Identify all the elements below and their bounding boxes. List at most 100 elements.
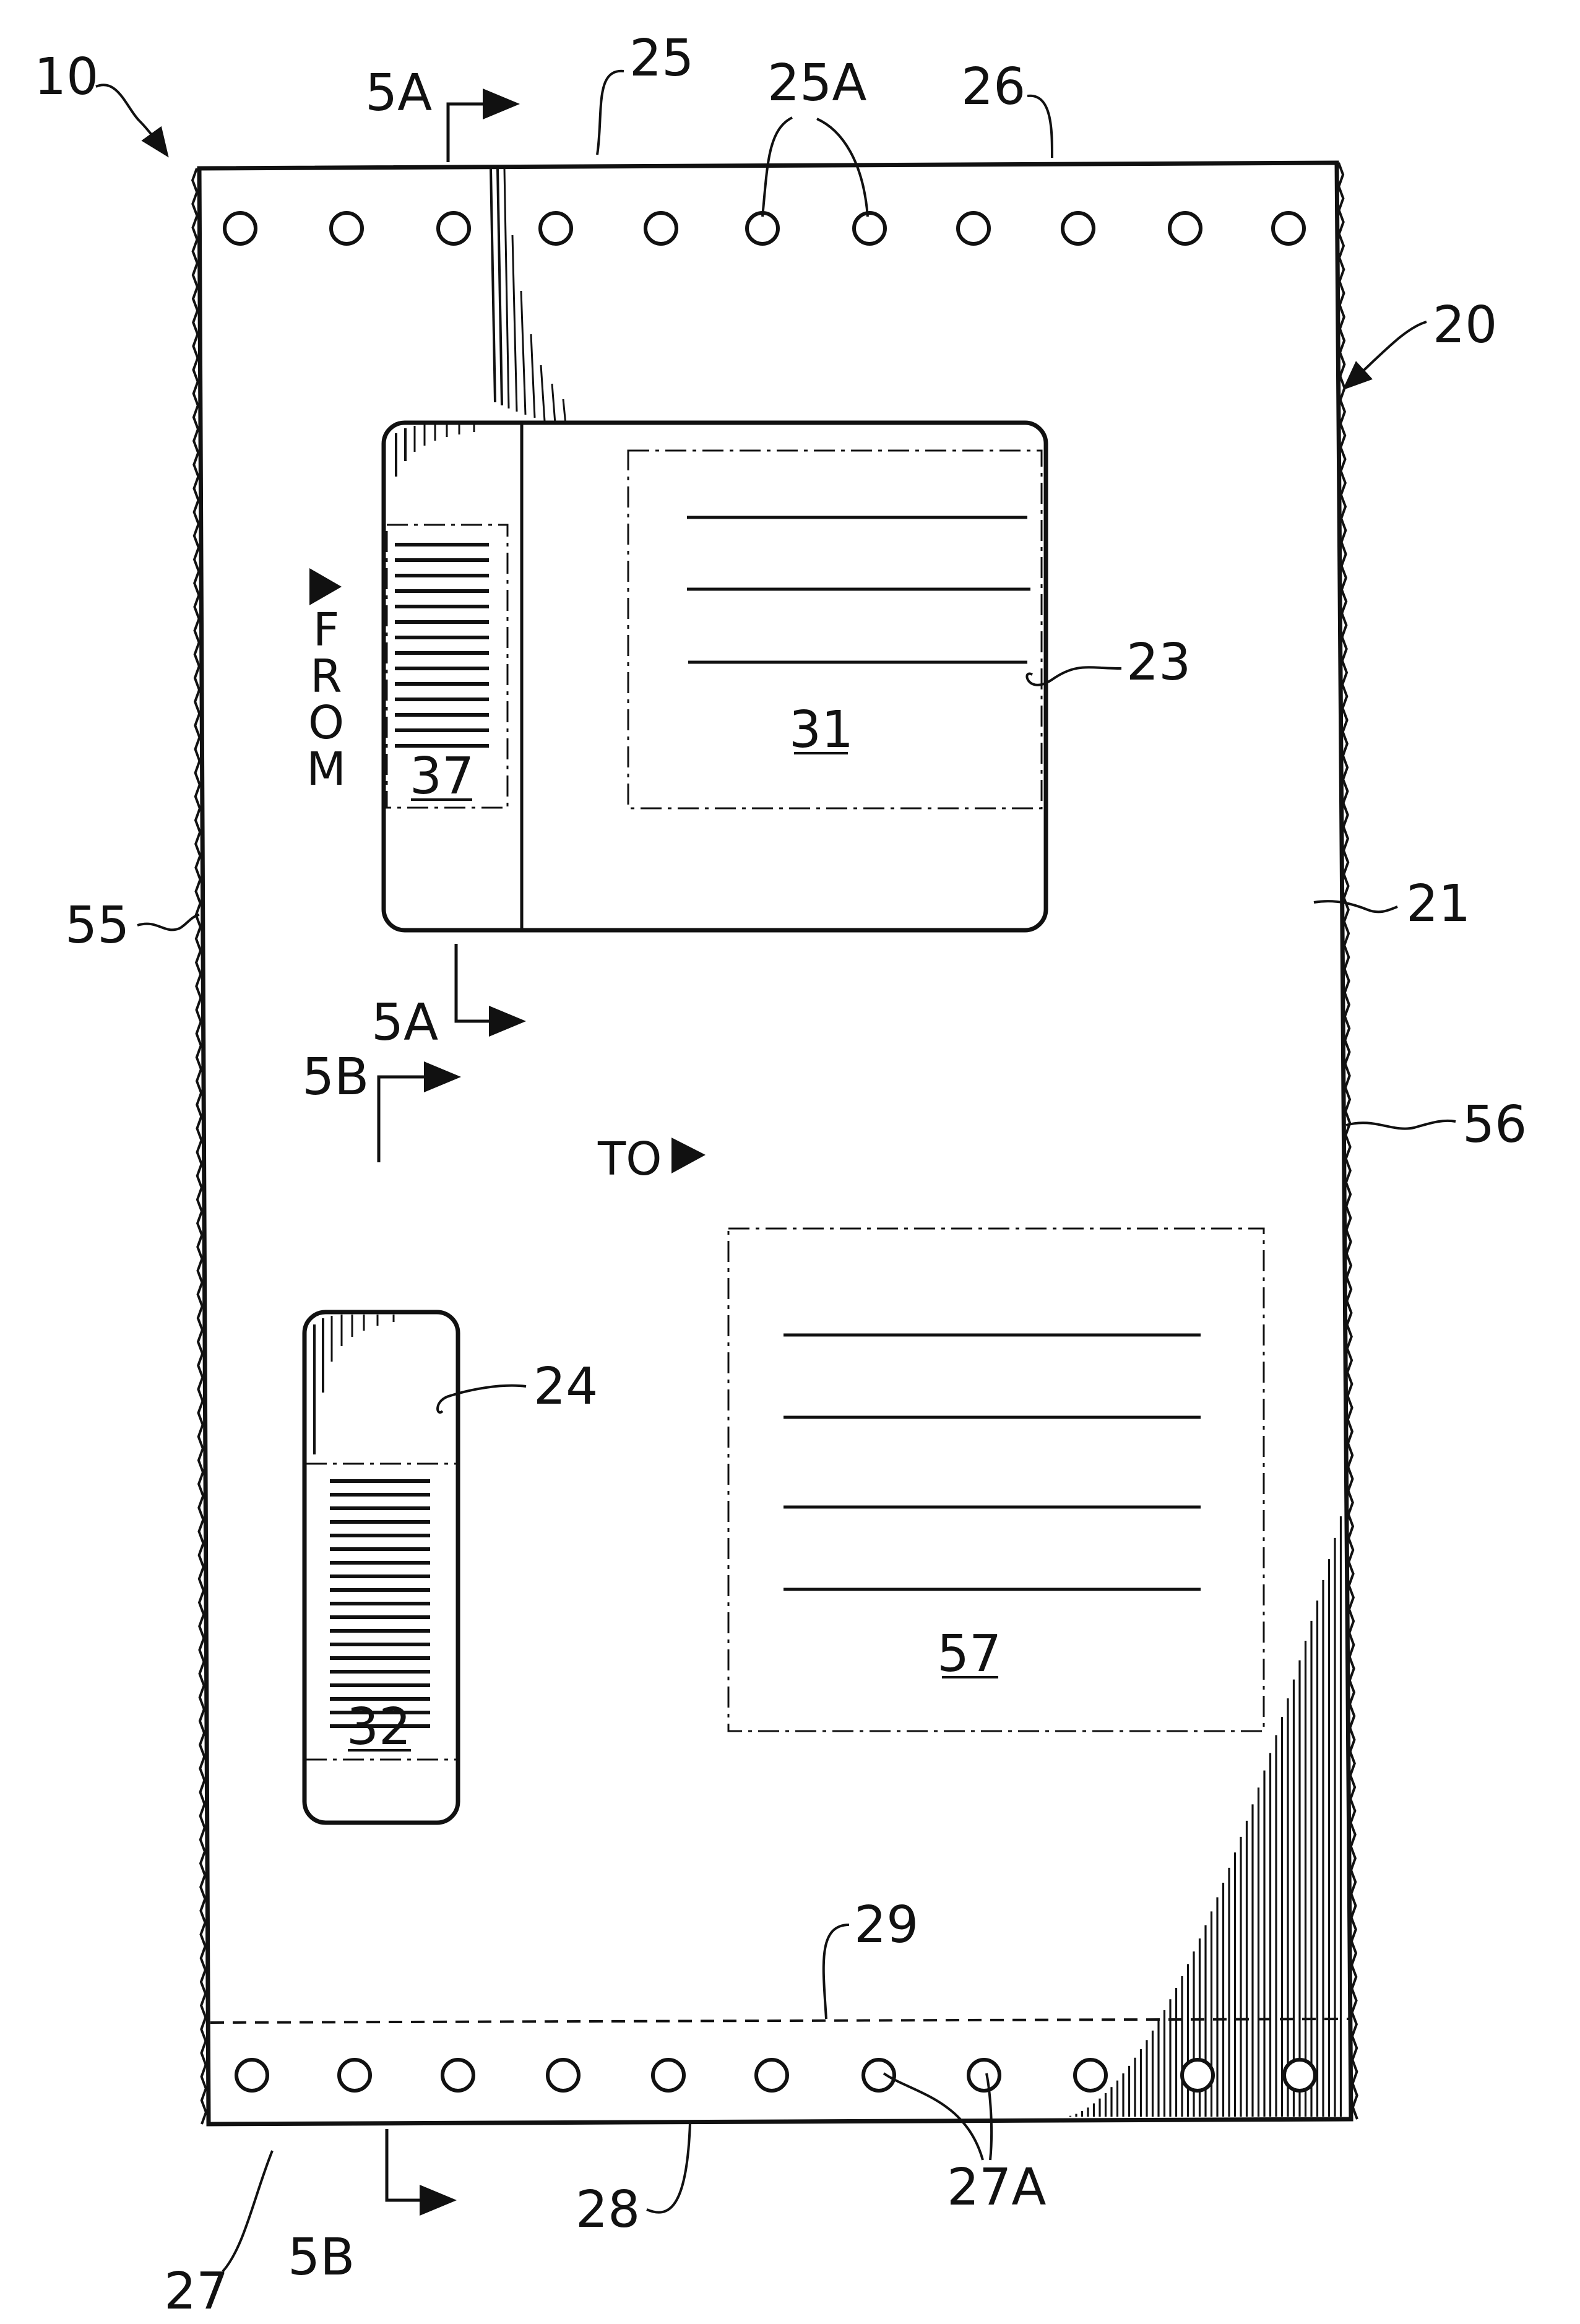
- feed-hole-bottom: [653, 2060, 684, 2091]
- feed-hole-top: [1170, 213, 1201, 244]
- feed-hole-top: [331, 213, 362, 244]
- to-indicator: TO: [597, 1133, 706, 1186]
- feed-hole-bottom: [756, 2060, 787, 2091]
- label-25: 25: [629, 29, 694, 88]
- label-5a-top: 5A: [365, 64, 432, 123]
- ref-29: 29: [824, 1896, 919, 2019]
- feed-hole-top: [747, 213, 778, 244]
- leader-26: [1027, 96, 1052, 158]
- section-5b-bottom: 5B: [288, 2129, 451, 2287]
- label-31: 31: [789, 701, 853, 759]
- label-27: 27: [164, 2262, 228, 2321]
- label-5b-top: 5B: [302, 1048, 369, 1107]
- section-5a-top: 5A: [365, 64, 514, 162]
- label-5a-bottom: 5A: [371, 993, 438, 1052]
- section-marker-5a-top: [448, 104, 514, 162]
- label-24: 24: [533, 1357, 598, 1416]
- ref-28: 28: [576, 2123, 690, 2239]
- label-20: 20: [1433, 296, 1497, 355]
- top-hatching: [491, 168, 566, 425]
- ref-27a: 27A: [884, 2073, 1046, 2217]
- leader-27a-1: [884, 2073, 983, 2160]
- feed-hole-top: [958, 213, 989, 244]
- section-5b-top: 5B: [302, 1048, 455, 1162]
- label-55: 55: [65, 896, 129, 955]
- bottom-right-hatching: [1064, 1516, 1341, 2117]
- ref-24: 24: [438, 1357, 598, 1416]
- ref-56: 56: [1346, 1095, 1527, 1154]
- section-marker-5b-top: [379, 1077, 455, 1162]
- ref-25a: 25A: [762, 54, 868, 217]
- leader-10: [96, 85, 166, 153]
- upper-window-corner-hatch: [396, 425, 474, 477]
- leader-56: [1346, 1121, 1456, 1129]
- feed-hole-bottom: [442, 2060, 473, 2091]
- label-5b-bottom: 5B: [288, 2228, 355, 2287]
- feed-hole-bottom: [1075, 2060, 1106, 2091]
- ref-23: 23: [1027, 633, 1191, 692]
- feed-hole-top: [225, 213, 256, 244]
- ref-20: 20: [1346, 296, 1497, 387]
- feed-hole-top: [438, 213, 469, 244]
- address-box-57-group: 57: [728, 1229, 1264, 1731]
- barcode-37: [395, 545, 489, 746]
- leader-27: [223, 2151, 272, 2271]
- ref-26: 26: [961, 58, 1052, 158]
- ref-25: 25: [597, 29, 694, 155]
- feed-hole-bottom: [548, 2060, 579, 2091]
- feed-hole-bottom: [969, 2060, 999, 2091]
- feed-hole-bottom: [863, 2060, 894, 2091]
- label-25a: 25A: [767, 54, 866, 113]
- ref-10: 10: [34, 48, 166, 153]
- label-21: 21: [1406, 875, 1470, 933]
- upper-window-frame: [384, 423, 1046, 930]
- label-37: 37: [410, 747, 474, 806]
- label-32: 32: [347, 1698, 411, 1756]
- leader-29: [824, 1925, 849, 2019]
- section-marker-5a-bottom: [456, 944, 520, 1021]
- from-letter-o: O: [308, 696, 344, 749]
- form-sheet: [192, 163, 1357, 2124]
- section-5a-bottom: 5A: [371, 944, 520, 1052]
- to-label: TO: [597, 1133, 662, 1186]
- label-26: 26: [961, 58, 1025, 116]
- label-10: 10: [34, 48, 98, 106]
- lower-window-corner-hatch: [314, 1315, 394, 1454]
- leader-24: [438, 1386, 526, 1412]
- feed-hole-top: [854, 213, 885, 244]
- label-57: 57: [937, 1625, 1001, 1683]
- ref-55: 55: [65, 896, 199, 955]
- feed-hole-bottom: [1182, 2060, 1213, 2091]
- leader-25a-2: [817, 119, 868, 217]
- leader-20: [1346, 322, 1427, 387]
- feed-hole-bottom: [1284, 2060, 1315, 2091]
- sheet-outline: [199, 163, 1351, 2124]
- from-letter-r: R: [310, 650, 342, 703]
- feed-hole-top: [540, 213, 571, 244]
- label-28: 28: [576, 2180, 640, 2239]
- tear-line-29: [210, 2019, 1349, 2023]
- barcode-32: [330, 1481, 430, 1726]
- leader-21: [1314, 901, 1397, 912]
- label-56: 56: [1462, 1095, 1527, 1154]
- top-margin-strip: [225, 213, 1304, 244]
- feed-hole-top: [1063, 213, 1094, 244]
- section-marker-5b-bottom: [387, 2129, 451, 2200]
- from-indicator: F R O M: [306, 568, 346, 796]
- ref-21: 21: [1314, 875, 1470, 933]
- upper-window: 37 31: [384, 423, 1046, 930]
- ref-27: 27: [164, 2151, 272, 2321]
- feed-hole-bottom: [236, 2060, 267, 2091]
- from-arrow-icon: [309, 568, 342, 605]
- to-arrow-icon: [671, 1138, 706, 1173]
- label-23: 23: [1126, 633, 1191, 692]
- leader-28: [647, 2123, 690, 2213]
- feed-hole-top: [1273, 213, 1304, 244]
- label-29: 29: [854, 1896, 918, 1955]
- leader-55: [137, 915, 199, 930]
- feed-hole-bottom: [339, 2060, 370, 2091]
- label-27a: 27A: [947, 2158, 1046, 2217]
- from-letter-f: F: [313, 603, 340, 657]
- from-letter-m: M: [306, 743, 346, 796]
